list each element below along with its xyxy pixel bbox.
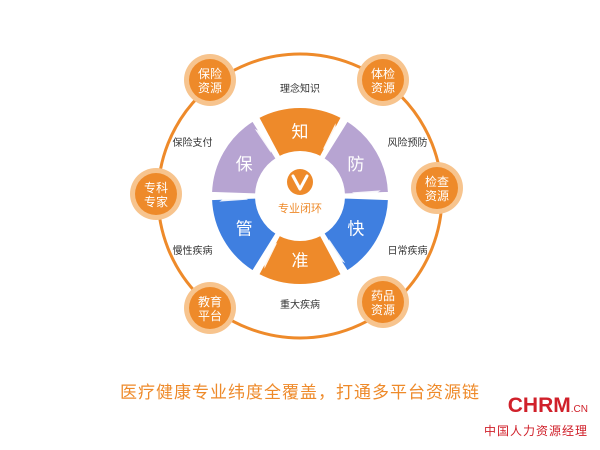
ring-label: 重大疾病 [280, 298, 320, 311]
segment-0 [256, 106, 344, 159]
brand-subtitle: 中国人力资源经理 [483, 424, 588, 438]
ring-label: 风险预防 [388, 136, 428, 149]
resource-node-label: 专家 [144, 194, 168, 209]
segment-arrow-icon [329, 239, 346, 264]
segment-1 [321, 119, 390, 196]
segment-5 [210, 119, 279, 196]
resource-node-label: 资源 [198, 81, 222, 95]
resource-node-label: 检查 [425, 174, 449, 189]
segment-label: 快 [347, 219, 364, 239]
segment-label: 防 [347, 155, 364, 175]
ring-label: 理念知识 [280, 82, 320, 95]
center-logo-icon [287, 169, 313, 195]
resource-node-label: 专科 [144, 180, 168, 195]
brand-suffix: .CN [570, 404, 588, 415]
resource-node-label: 资源 [425, 189, 449, 203]
segment-arrow-icon [351, 190, 381, 200]
segment-2 [321, 196, 390, 273]
segment-label: 准 [292, 252, 309, 272]
brand-logo: CHRM.CN 中国人力资源经理 [478, 394, 588, 439]
segment-arrow-icon [219, 192, 249, 202]
segment-arrow-icon [263, 242, 278, 269]
resource-node-label: 保险 [198, 66, 222, 81]
resource-node-label: 平台 [198, 308, 222, 323]
ring-label: 日常疾病 [388, 244, 428, 257]
segment-label: 知 [292, 123, 309, 143]
segment-arrow-icon [322, 123, 337, 150]
brand-name: CHRM [507, 394, 571, 417]
segment-label: 管 [236, 219, 253, 239]
resource-node-label: 体检 [371, 66, 395, 81]
resource-node-label: 教育 [198, 294, 222, 309]
ring-label: 慢性疾病 [172, 244, 212, 257]
segment-label: 保 [236, 155, 253, 175]
segment-3 [256, 233, 344, 286]
resource-node-label: 资源 [371, 81, 395, 95]
segment-4 [210, 196, 279, 273]
ring-label: 保险支付 [172, 136, 212, 149]
caption: 医疗健康专业纬度全覆盖，打通多平台资源链 [120, 383, 480, 403]
resource-node-label: 药品 [371, 289, 395, 303]
resource-node-label: 资源 [371, 303, 395, 317]
segment-arrow-icon [254, 128, 271, 153]
center-label: 专业闭环 [278, 201, 322, 215]
